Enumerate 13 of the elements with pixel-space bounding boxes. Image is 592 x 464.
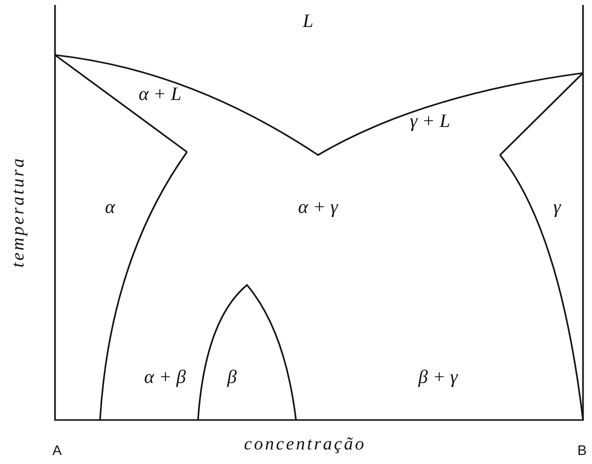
region-label: β	[227, 367, 237, 389]
axis-label: B	[577, 442, 587, 458]
region-label: β + γ	[418, 367, 458, 389]
region-label: α + β	[144, 367, 186, 389]
region-label: γ + L	[410, 111, 450, 133]
axis-label: A	[52, 442, 62, 458]
region-label: α + γ	[298, 197, 338, 219]
region-label: α	[105, 197, 115, 219]
axis-title: concentração	[244, 434, 366, 454]
region-label: γ	[553, 197, 561, 219]
region-label: L	[302, 11, 314, 33]
axis-title: temperatura	[8, 156, 28, 268]
region-label: α + L	[138, 84, 182, 106]
